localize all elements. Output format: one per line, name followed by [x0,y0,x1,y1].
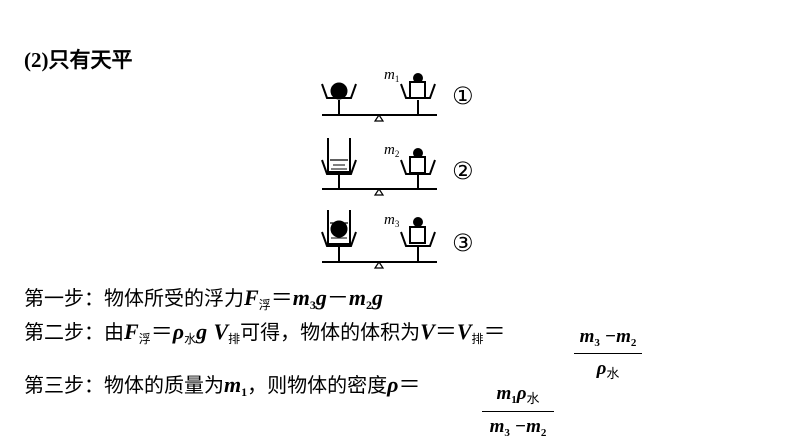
step-3: 第三步：物体的质量为m1，则物体的密度ρ＝ [24,372,421,399]
balance-1 [321,73,437,122]
object-ball [330,82,348,100]
mass-label-3: m3 [384,212,400,229]
beaker-icon [327,138,351,173]
step-2: 第二步：由F浮＝ρ水g V排可得，物体的体积为V＝V排＝ [24,319,506,346]
balance-2 [321,138,437,196]
mass-label-1: m1 [384,67,399,84]
step-marker-3: ③ [452,229,474,257]
step-1: 第一步：物体所受的浮力F浮＝m3g－m2g [24,285,383,312]
mass-label-2: m2 [384,142,399,159]
section-title: 只有天平 [48,48,133,72]
step-marker-1: ① [452,82,474,110]
balance-3 [321,210,437,269]
section-heading: (2)只有天平 [24,44,133,74]
beaker-with-ball-icon [327,210,351,245]
volume-fraction: m3 −m2 ρ水 [574,326,642,382]
step-marker-2: ② [452,157,474,185]
section-number: (2) [24,48,49,72]
density-fraction: m1ρ水 m3 −m2 [482,383,554,439]
